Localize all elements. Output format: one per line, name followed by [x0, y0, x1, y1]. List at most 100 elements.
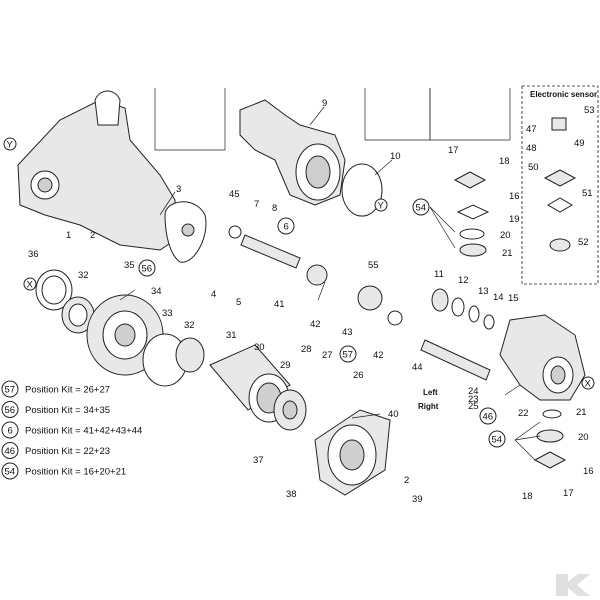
right-label: Right: [418, 402, 439, 411]
left-seals: [35, 269, 95, 334]
callout-53: 53: [584, 105, 595, 116]
callout-2a: 2: [90, 230, 95, 241]
callout-17b: 17: [563, 488, 574, 499]
axle-housing: [17, 90, 207, 263]
callout-47: 47: [526, 124, 537, 135]
callout-11: 11: [434, 269, 444, 280]
callout-20b: 20: [578, 432, 589, 443]
svg-text:Y: Y: [7, 140, 14, 151]
drive-shaft: [228, 225, 403, 326]
callout-5: 5: [236, 297, 241, 308]
kit-row-54: 54 Position Kit = 16+20+21: [1, 462, 126, 480]
electronic-sensor-frame: [521, 85, 599, 285]
callout-21a: 21: [502, 248, 513, 259]
callout-7: 7: [254, 199, 259, 210]
kit-number: 54: [5, 467, 16, 478]
kit-text: Position Kit = 22+23: [25, 446, 110, 457]
callout-3: 3: [176, 184, 181, 195]
callout-26: 26: [353, 370, 364, 381]
kit-text: Position Kit = 16+20+21: [25, 467, 126, 478]
callout-16b: 16: [583, 466, 594, 477]
callout-27: 27: [322, 350, 333, 361]
position-marker-x-left: X: [23, 277, 37, 291]
svg-text:6: 6: [284, 222, 289, 233]
callout-4: 4: [211, 289, 216, 300]
svg-text:X: X: [585, 379, 592, 390]
callout-42a: 42: [310, 319, 321, 330]
callout-40: 40: [388, 409, 399, 420]
electronic-sensor-title: Electronic sensor: [530, 90, 597, 99]
callout-39: 39: [412, 494, 423, 505]
callout-10: 10: [390, 151, 401, 162]
callout-49: 49: [574, 138, 585, 149]
svg-text:46: 46: [483, 412, 494, 423]
kit-number: 46: [5, 446, 16, 457]
callout-42b: 42: [373, 350, 384, 361]
callout-12: 12: [458, 275, 469, 286]
callout-23: 23: [468, 394, 479, 405]
position-marker-y-right: Y: [374, 198, 388, 212]
callout-44: 44: [412, 362, 423, 373]
callout-16a: 16: [509, 191, 520, 202]
kit-row-46: 46 Position Kit = 22+23: [1, 442, 110, 459]
kit-marker-6: 6: [277, 217, 295, 235]
svg-text:57: 57: [343, 350, 354, 361]
kit-number: 6: [8, 426, 13, 437]
steering-knuckle-part: [239, 99, 346, 206]
callout-20a: 20: [500, 230, 511, 241]
bearing-part: [175, 337, 205, 373]
callout-21b: 21: [576, 407, 587, 418]
inset-detail-frames: [154, 88, 511, 151]
callout-22: 22: [518, 408, 529, 419]
svg-text:Y: Y: [378, 201, 385, 212]
callout-30: 30: [254, 342, 265, 353]
kit-marker-46: 46: [479, 407, 497, 425]
callout-50: 50: [528, 162, 539, 173]
callout-36: 36: [28, 249, 39, 260]
callout-13: 13: [478, 286, 489, 297]
svg-text:X: X: [27, 280, 34, 291]
callout-18b: 18: [522, 491, 533, 502]
callout-28: 28: [301, 344, 312, 355]
callout-19: 19: [509, 214, 520, 225]
left-label: Left: [423, 388, 438, 397]
callout-37: 37: [253, 455, 264, 466]
kit-marker-54-top: 54: [412, 198, 430, 216]
kit-text: Position Kit = 34+35: [25, 405, 110, 416]
kit-number: 56: [5, 405, 16, 416]
kit-number: 57: [5, 385, 16, 396]
callout-34: 34: [151, 286, 162, 297]
wheel-hub: [314, 409, 391, 496]
o-ring-part: [341, 163, 383, 217]
callout-38: 38: [286, 489, 297, 500]
callout-14: 14: [493, 292, 504, 303]
callout-25: 25: [468, 401, 479, 412]
position-marker-y-left: Y: [3, 137, 17, 151]
kit-marker-54-bottom: 54: [488, 430, 506, 448]
svg-text:56: 56: [142, 264, 153, 275]
callout-32a: 32: [78, 270, 89, 281]
callout-43: 43: [342, 327, 353, 338]
kit-marker-56: 56: [138, 259, 156, 277]
callout-9: 9: [322, 98, 327, 109]
stub-shaft: [420, 339, 491, 381]
kit-row-56: 56 Position Kit = 34+35: [1, 401, 110, 418]
callout-17a: 17: [448, 145, 459, 156]
kit-marker-57: 57: [339, 345, 357, 363]
callout-8: 8: [272, 203, 277, 214]
position-marker-x-right: X: [581, 376, 595, 390]
callout-55: 55: [368, 260, 379, 271]
kit-text: Position Kit = 41+42+43+44: [25, 426, 142, 437]
sensor-parts: [543, 117, 577, 252]
callout-1: 1: [66, 230, 71, 241]
callout-32b: 32: [184, 320, 195, 331]
callout-33: 33: [162, 308, 173, 319]
callout-41: 41: [274, 299, 285, 310]
kit-row-6: 6 Position Kit = 41+42+43+44: [1, 421, 142, 439]
callout-31: 31: [226, 330, 237, 341]
callout-51: 51: [582, 188, 593, 199]
svg-text:54: 54: [492, 435, 503, 446]
